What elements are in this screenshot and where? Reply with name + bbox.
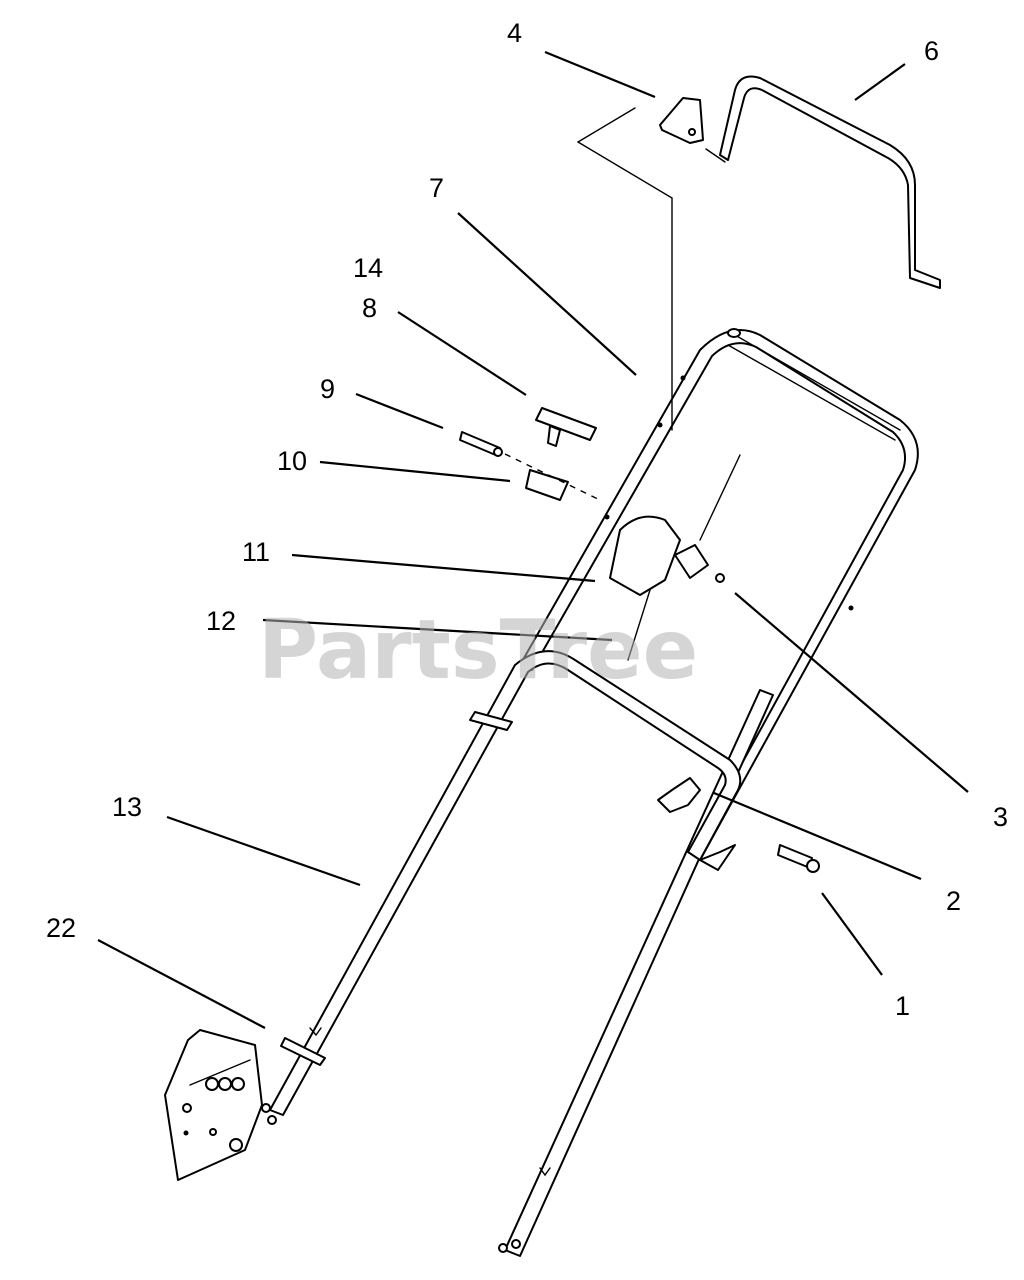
callout-10: 10: [277, 446, 307, 476]
callout-8: 8: [362, 293, 377, 323]
callout-11: 11: [242, 537, 270, 567]
callout-7: 7: [429, 173, 444, 203]
cable-upper: [699, 454, 741, 541]
callout-12: 12: [206, 606, 236, 636]
upper-handle: [498, 328, 919, 1257]
part-9-bolt: [459, 431, 503, 457]
callout-22: 22: [46, 913, 76, 943]
callout-9: 9: [320, 374, 335, 404]
part-8-handle-grip: [535, 407, 597, 447]
part-2-knob: [657, 777, 701, 813]
callout-13: 13: [112, 792, 142, 822]
lower-handle: [261, 650, 742, 1125]
callout-4: 4: [507, 18, 522, 48]
part-12-cable: [627, 589, 651, 661]
leader-lines: [97, 50, 969, 1029]
callout-1: 1: [895, 991, 910, 1021]
part-4-bracket: [577, 97, 704, 431]
part-6-bail: [705, 75, 941, 289]
part-1-bolt: [777, 844, 820, 873]
assembly-line-9: [504, 453, 601, 501]
part-10-sleeve: [525, 469, 569, 501]
callout-6: 6: [924, 36, 939, 66]
callout-14: 14: [353, 253, 383, 283]
callout-2: 2: [946, 886, 961, 916]
callout-3: 3: [993, 802, 1008, 832]
mounting-bracket-22: [164, 1029, 263, 1181]
watermark-text: PartsTree: [258, 603, 698, 698]
callout-numbers: 4 6 7 14 8 9 10 11 12 3 13 2 22 1: [46, 18, 1008, 1021]
part-11-control: [609, 515, 725, 596]
